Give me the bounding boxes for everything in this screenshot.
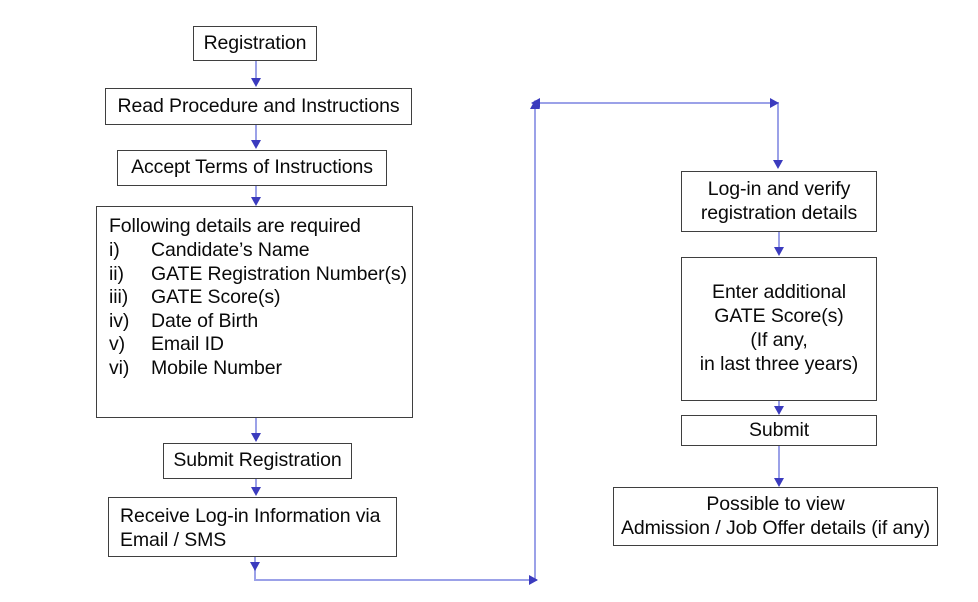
connector-right-riser [534,103,537,580]
required-details-item-label: Mobile Number [151,356,282,379]
node-login-verify-label: Log-in and verify registration details [700,177,858,224]
required-details-item: iv) Date of Birth [109,310,412,333]
node-required-details[interactable]: Following details are required i) Candid… [96,206,413,418]
arrowhead-login-to-scores [773,247,784,256]
connector-requirements-to-submit [255,417,258,434]
node-possible-to-view-label: Possible to view Admission / Job Offer d… [620,492,931,539]
node-enter-additional-scores[interactable]: Enter additional GATE Score(s) (If any, … [681,257,877,401]
connector-registration-to-read [255,60,258,82]
required-details-item-number: iv) [109,309,130,332]
node-read-procedure-label: Read Procedure and Instructions [117,94,400,117]
node-receive-login-info-label: Receive Log-in Information via Email / S… [120,505,381,551]
required-details-item-label: Date of Birth [151,309,259,332]
arrowhead-accept-to-requirements [250,197,261,206]
connector-submit-to-receive [255,478,258,489]
node-submit-label: Submit [748,418,810,441]
node-accept-terms[interactable]: Accept Terms of Instructions [117,150,387,186]
node-possible-to-view[interactable]: Possible to view Admission / Job Offer d… [613,487,938,546]
node-submit-registration-label: Submit Registration [173,449,342,472]
arrowhead-requirements-to-submit [250,433,261,442]
arrowhead-submit-to-receive [250,487,261,496]
node-login-verify[interactable]: Log-in and verify registration details [681,171,877,232]
node-registration-label: Registration [203,31,307,54]
required-details-item-number: vi) [109,356,130,379]
arrowhead-submit-to-view [773,478,784,487]
node-read-procedure[interactable]: Read Procedure and Instructions [105,88,412,125]
required-details-heading: Following details are required [109,215,361,237]
connector-top-horizontal [535,102,778,105]
arrowhead-bottom-to-riser [529,574,538,585]
node-submit-registration[interactable]: Submit Registration [163,443,352,479]
required-details-item: ii) GATE Registration Number(s) [109,263,412,286]
required-details-item-number: v) [109,333,126,356]
node-accept-terms-label: Accept Terms of Instructions [131,156,373,179]
required-details-item: v) Email ID [109,333,412,356]
connector-submit-to-view [778,445,781,481]
required-details-item-number: ii) [109,262,124,285]
required-details-item-label: Email ID [151,333,224,356]
arrowhead-top-to-login [772,160,783,169]
required-details-item-label: GATE Registration Number(s) [151,262,407,285]
connector-accept-to-requirements [255,185,258,198]
node-registration[interactable]: Registration [193,26,317,61]
required-details-item: i) Candidate’s Name [109,239,412,262]
required-details-item-label: Candidate’s Name [151,239,310,262]
arrowhead-scores-to-submit [773,406,784,415]
node-enter-additional-scores-label: Enter additional GATE Score(s) (If any, … [699,281,859,375]
arrowhead-receive-down [249,562,260,571]
node-submit[interactable]: Submit [681,415,877,446]
required-details-item-number: iii) [109,286,129,309]
required-details-item-label: GATE Score(s) [151,286,281,309]
connector-top-to-login [777,102,780,162]
connector-login-to-scores [778,232,781,248]
arrowhead-registration-to-read [250,78,261,87]
connector-read-to-accept [255,124,258,140]
arrowhead-read-to-accept [250,140,261,149]
connector-scores-to-submit [778,401,781,409]
required-details-item-number: i) [109,239,120,262]
arrowhead-top-horizontal-right [770,97,779,108]
connector-bottom-horizontal [254,579,537,582]
required-details-item: iii) GATE Score(s) [109,286,412,309]
arrowhead-top-horizontal-left [531,97,540,108]
node-receive-login-info[interactable]: Receive Log-in Information via Email / S… [108,497,397,557]
required-details-item: vi) Mobile Number [109,357,412,380]
